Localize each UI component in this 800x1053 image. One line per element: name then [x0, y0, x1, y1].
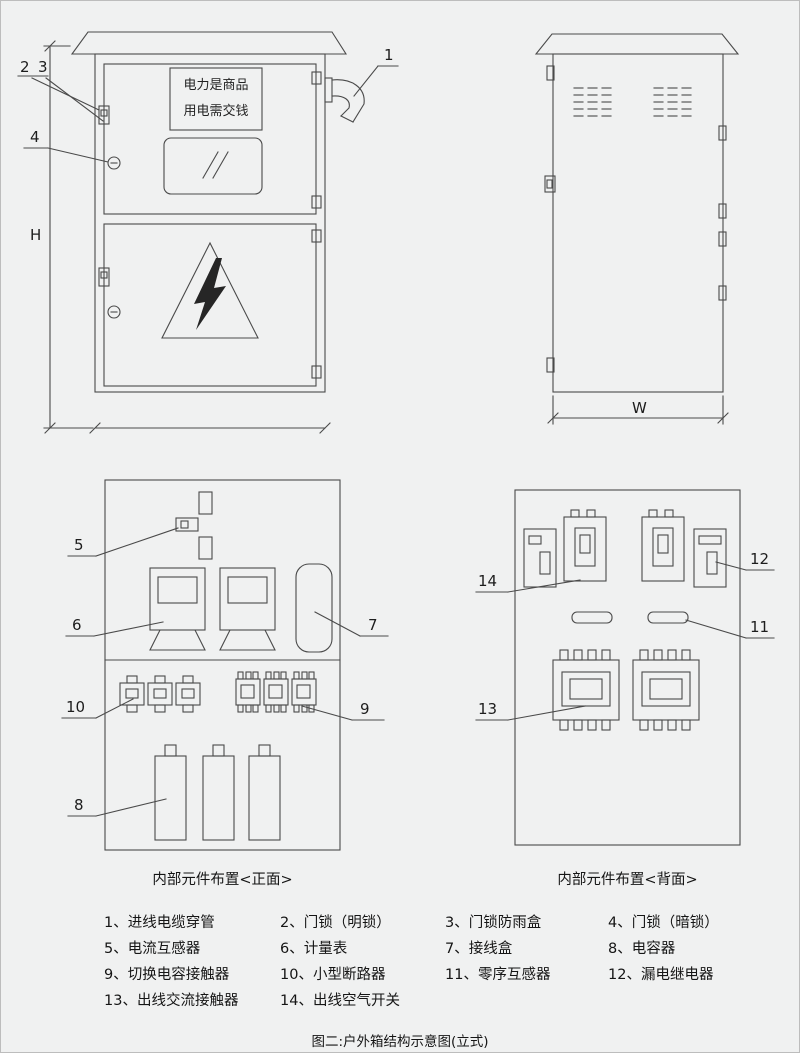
- energy-meter-1: [149, 567, 206, 651]
- legend-item-11: 11、零序互感器: [445, 967, 551, 983]
- legend-item-2: 2、门锁（明锁）: [280, 915, 391, 931]
- callout-8: 8: [74, 796, 84, 814]
- side-dimension-lines: [547, 395, 729, 425]
- window-glare-line: [212, 151, 229, 179]
- leakage-relay-left: [523, 528, 557, 588]
- callout-5: 5: [74, 536, 84, 554]
- internal-front-caption: 内部元件布置<正面>: [152, 872, 293, 888]
- mini-circuit-breakers: [119, 675, 201, 713]
- air-switch-2: [641, 509, 685, 582]
- front-dimension-lines: [43, 40, 331, 434]
- upper-door-lock: [98, 105, 110, 125]
- legend-item-8: 8、电容器: [608, 941, 676, 957]
- legend-item-1: 1、进线电缆穿管: [104, 915, 215, 931]
- callout-7: 7: [368, 616, 378, 634]
- side-cabinet-body: [552, 53, 724, 393]
- internal-front-panel: [104, 479, 341, 851]
- sign-text-line2: 用电需交钱: [183, 104, 249, 119]
- internal-back-leaders: [475, 561, 775, 721]
- legend: 1、进线电缆穿管 2、门锁（明锁） 3、门锁防雨盒 4、门锁（暗锁） 5、电流互…: [104, 911, 778, 1010]
- callout-4: 4: [30, 128, 40, 146]
- capacitor-contactors: [235, 671, 317, 713]
- legend-item-14: 14、出线空气开关: [280, 993, 400, 1009]
- lower-door: [103, 223, 317, 387]
- door-hinges: [311, 71, 322, 379]
- legend-item-7: 7、接线盒: [445, 941, 513, 957]
- callout-14: 14: [478, 572, 498, 590]
- junction-box: [295, 563, 333, 653]
- legend-item-6: 6、计量表: [280, 941, 348, 957]
- window-glare-line: [202, 151, 219, 179]
- ac-contactor-1: [552, 649, 620, 731]
- air-switch-1: [563, 509, 607, 582]
- ac-contactor-2: [632, 649, 700, 731]
- callout-3: 3: [38, 58, 48, 76]
- leakage-relay-right: [693, 528, 727, 588]
- warning-sign-box: [169, 67, 263, 131]
- internal-back-panel: [514, 489, 741, 846]
- cable-entry-pipe: [324, 77, 365, 123]
- lower-door-lock: [98, 267, 110, 287]
- figure-caption: 图二:户外箱结构示意图(立式): [311, 1034, 489, 1050]
- legend-item-4: 4、门锁（暗锁）: [608, 915, 719, 931]
- callout-1: 1: [384, 46, 394, 64]
- front-roof: [70, 31, 348, 55]
- upper-door: [103, 63, 317, 215]
- front-cabinet-body: [94, 53, 326, 393]
- side-view: [534, 33, 740, 393]
- legend-item-5: 5、电流互感器: [104, 941, 201, 957]
- legend-item-9: 9、切换电容接触器: [104, 967, 230, 983]
- front-view: [70, 31, 365, 393]
- upper-door-round-lock: [107, 156, 121, 170]
- callout-10: 10: [66, 698, 86, 716]
- internal-front-leaders: [61, 527, 389, 817]
- legend-item-10: 10、小型断路器: [280, 967, 386, 983]
- capacitors: [154, 744, 281, 841]
- current-transformers: [175, 491, 213, 560]
- side-roof: [534, 33, 740, 55]
- callout-6: 6: [72, 616, 82, 634]
- side-hinges: [544, 65, 727, 373]
- louver-vents: [573, 87, 692, 117]
- height-dimension-label: H: [30, 226, 42, 244]
- width-dimension-label: W: [632, 399, 647, 417]
- inspection-window: [163, 137, 263, 195]
- callout-9: 9: [360, 700, 370, 718]
- warning-triangle: [161, 241, 259, 339]
- callout-2: 2: [20, 58, 30, 76]
- front-callout-leaders: [17, 65, 399, 163]
- callout-13: 13: [478, 700, 498, 718]
- zero-sequence-ct-slots: [571, 611, 689, 624]
- callout-12: 12: [750, 550, 770, 568]
- legend-item-12: 12、漏电继电器: [608, 967, 714, 983]
- internal-back-caption: 内部元件布置<背面>: [557, 872, 698, 888]
- callout-11: 11: [750, 618, 770, 636]
- energy-meter-2: [219, 567, 276, 651]
- sign-text-line1: 电力是商品: [183, 78, 249, 93]
- legend-item-3: 3、门锁防雨盒: [445, 915, 542, 931]
- legend-item-13: 13、出线交流接触器: [104, 993, 239, 1009]
- lower-door-round-lock: [107, 305, 121, 319]
- lightning-bolt-icon: [194, 258, 226, 330]
